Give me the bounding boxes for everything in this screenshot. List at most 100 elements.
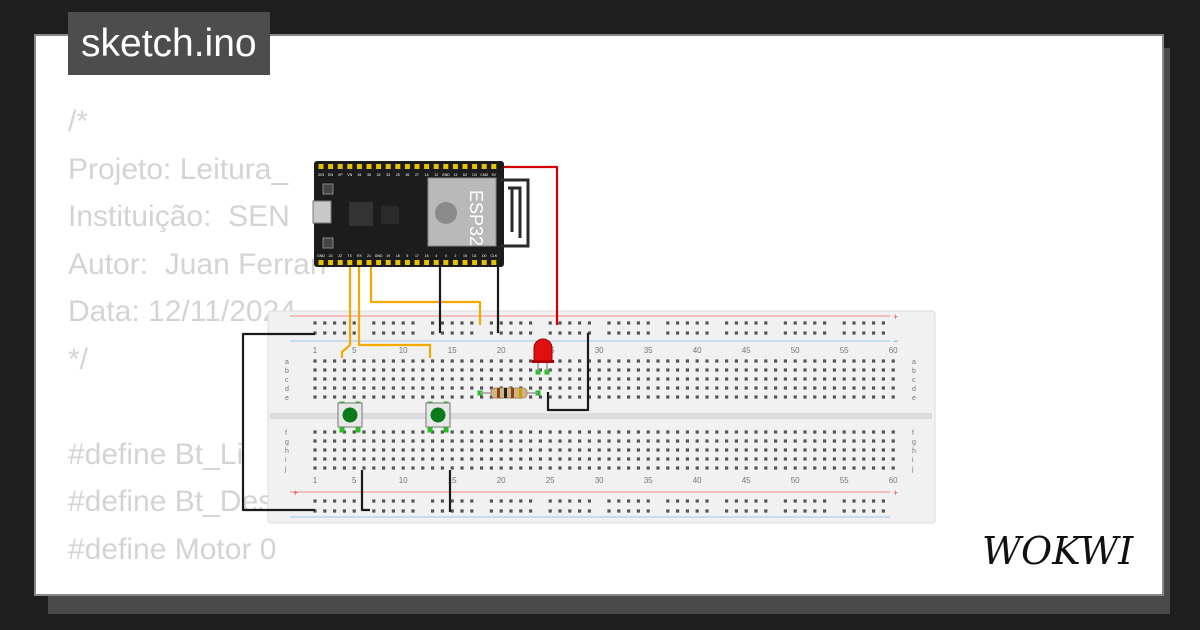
rail-hole[interactable] xyxy=(617,509,621,513)
breadboard-hole[interactable] xyxy=(333,430,337,434)
rail-hole[interactable] xyxy=(568,509,572,513)
rail-hole[interactable] xyxy=(705,321,709,325)
rail-hole[interactable] xyxy=(578,499,582,503)
rail-hole[interactable] xyxy=(391,509,395,513)
rail-hole[interactable] xyxy=(636,331,640,335)
rail-hole[interactable] xyxy=(342,499,346,503)
breadboard-hole[interactable] xyxy=(646,368,650,372)
rail-hole[interactable] xyxy=(695,509,699,513)
rail-hole[interactable] xyxy=(754,499,758,503)
board-pin-top[interactable] xyxy=(376,164,382,169)
breadboard-hole[interactable] xyxy=(705,457,709,461)
breadboard-hole[interactable] xyxy=(685,430,689,434)
breadboard-hole[interactable] xyxy=(881,386,885,390)
breadboard-hole[interactable] xyxy=(440,430,444,434)
breadboard-hole[interactable] xyxy=(666,377,670,381)
breadboard-hole[interactable] xyxy=(715,395,719,399)
rail-hole[interactable] xyxy=(587,509,591,513)
breadboard-hole[interactable] xyxy=(852,457,856,461)
breadboard-hole[interactable] xyxy=(450,359,454,363)
breadboard-hole[interactable] xyxy=(607,386,611,390)
breadboard-hole[interactable] xyxy=(391,448,395,452)
breadboard-hole[interactable] xyxy=(431,368,435,372)
breadboard-hole[interactable] xyxy=(440,466,444,470)
breadboard-hole[interactable] xyxy=(793,359,797,363)
rail-hole[interactable] xyxy=(352,509,356,513)
breadboard-hole[interactable] xyxy=(411,359,415,363)
breadboard-hole[interactable] xyxy=(872,386,876,390)
breadboard-hole[interactable] xyxy=(450,439,454,443)
rail-hole[interactable] xyxy=(627,331,631,335)
breadboard-hole[interactable] xyxy=(587,359,591,363)
breadboard-hole[interactable] xyxy=(636,430,640,434)
board-pin-bottom[interactable] xyxy=(356,260,362,265)
led-red[interactable] xyxy=(532,338,554,372)
breadboard-hole[interactable] xyxy=(538,377,542,381)
breadboard-hole[interactable] xyxy=(519,457,523,461)
breadboard-hole[interactable] xyxy=(480,377,484,381)
breadboard-hole[interactable] xyxy=(489,386,493,390)
breadboard-hole[interactable] xyxy=(460,466,464,470)
breadboard-hole[interactable] xyxy=(499,377,503,381)
breadboard-hole[interactable] xyxy=(872,466,876,470)
breadboard-hole[interactable] xyxy=(382,377,386,381)
rail-hole[interactable] xyxy=(744,499,748,503)
breadboard-hole[interactable] xyxy=(695,395,699,399)
breadboard-hole[interactable] xyxy=(754,466,758,470)
breadboard-hole[interactable] xyxy=(754,457,758,461)
breadboard-hole[interactable] xyxy=(666,466,670,470)
breadboard-hole[interactable] xyxy=(774,377,778,381)
breadboard-hole[interactable] xyxy=(656,395,660,399)
rail-hole[interactable] xyxy=(636,509,640,513)
breadboard-hole[interactable] xyxy=(421,368,425,372)
rail-hole[interactable] xyxy=(529,509,533,513)
breadboard-hole[interactable] xyxy=(774,395,778,399)
rail-hole[interactable] xyxy=(813,499,817,503)
rail-hole[interactable] xyxy=(460,509,464,513)
rail-hole[interactable] xyxy=(568,499,572,503)
breadboard-hole[interactable] xyxy=(460,359,464,363)
breadboard-hole[interactable] xyxy=(499,359,503,363)
board-pin-bottom[interactable] xyxy=(462,260,468,265)
rail-hole[interactable] xyxy=(529,321,533,325)
breadboard-hole[interactable] xyxy=(715,466,719,470)
rail-hole[interactable] xyxy=(872,499,876,503)
breadboard-hole[interactable] xyxy=(450,386,454,390)
breadboard-hole[interactable] xyxy=(715,457,719,461)
breadboard-hole[interactable] xyxy=(313,439,317,443)
breadboard-hole[interactable] xyxy=(842,377,846,381)
breadboard-hole[interactable] xyxy=(695,439,699,443)
breadboard-hole[interactable] xyxy=(489,368,493,372)
breadboard-hole[interactable] xyxy=(627,448,631,452)
rail-hole[interactable] xyxy=(509,321,513,325)
breadboard-hole[interactable] xyxy=(627,386,631,390)
breadboard-hole[interactable] xyxy=(725,439,729,443)
rail-hole[interactable] xyxy=(764,331,768,335)
breadboard-hole[interactable] xyxy=(401,448,405,452)
board-pin-top[interactable] xyxy=(443,164,449,169)
rail-hole[interactable] xyxy=(646,331,650,335)
breadboard-hole[interactable] xyxy=(891,439,895,443)
breadboard-hole[interactable] xyxy=(519,466,523,470)
breadboard-hole[interactable] xyxy=(480,448,484,452)
breadboard-hole[interactable] xyxy=(823,386,827,390)
breadboard-hole[interactable] xyxy=(636,457,640,461)
rail-hole[interactable] xyxy=(450,321,454,325)
breadboard-hole[interactable] xyxy=(411,439,415,443)
breadboard-hole[interactable] xyxy=(783,377,787,381)
breadboard-hole[interactable] xyxy=(646,457,650,461)
board-pin-bottom[interactable] xyxy=(337,260,343,265)
breadboard-hole[interactable] xyxy=(519,377,523,381)
breadboard-hole[interactable] xyxy=(715,430,719,434)
breadboard-hole[interactable] xyxy=(685,395,689,399)
breadboard-hole[interactable] xyxy=(852,439,856,443)
breadboard-hole[interactable] xyxy=(529,368,533,372)
breadboard-hole[interactable] xyxy=(823,439,827,443)
breadboard-hole[interactable] xyxy=(460,386,464,390)
breadboard-hole[interactable] xyxy=(558,457,562,461)
rail-hole[interactable] xyxy=(734,331,738,335)
breadboard-hole[interactable] xyxy=(725,395,729,399)
breadboard-hole[interactable] xyxy=(891,466,895,470)
breadboard-hole[interactable] xyxy=(823,430,827,434)
breadboard-hole[interactable] xyxy=(597,368,601,372)
